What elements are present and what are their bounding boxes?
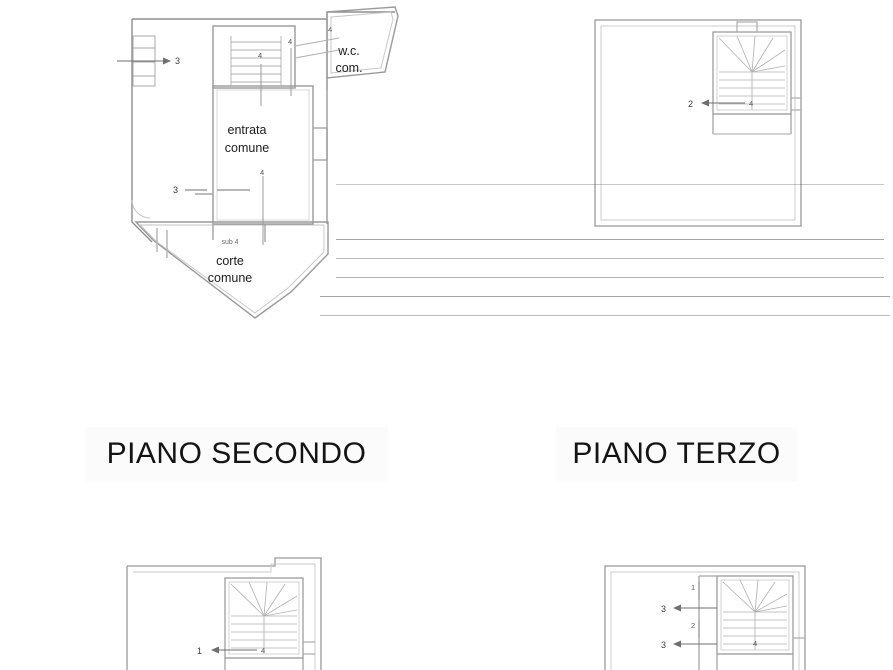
- marker-vert-lower: 2: [691, 621, 695, 630]
- marker-wc: 4: [328, 25, 332, 34]
- room-label-corte-line1: corte: [216, 254, 244, 268]
- marker-entrata-left: 3: [173, 185, 178, 195]
- room-label-entrata-line2: comune: [225, 141, 270, 155]
- sheet-rule-2: [336, 239, 884, 240]
- marker-entrata-mid: 4: [260, 168, 264, 177]
- sheet-rule-1: [336, 184, 884, 185]
- plan-piano-secondo: 1 4: [115, 552, 355, 670]
- marker-landing: 4: [261, 646, 265, 655]
- marker-arrow-upper: 3: [661, 604, 666, 614]
- marker-stair-arrow: 2: [688, 99, 693, 109]
- marker-stair-left: 3: [175, 56, 180, 66]
- sheet-rule-5: [320, 296, 890, 297]
- sheet-rule-3: [336, 258, 884, 259]
- room-sublabel-corte: sub 4: [221, 239, 238, 246]
- plan-piano-terzo: 3 3 1 2 4: [595, 552, 820, 670]
- sheet-rule-4: [336, 277, 884, 278]
- room-label-wc-line2: com.: [335, 61, 362, 75]
- marker-stair-arrow: 1: [197, 646, 202, 656]
- marker-corridor: 4: [288, 37, 292, 46]
- room-label-corte-line2: comune: [208, 271, 253, 285]
- marker-landing: 4: [749, 99, 753, 108]
- marker-arrow-lower: 3: [661, 640, 666, 650]
- marker-stair-top: 4: [258, 51, 262, 60]
- floor-label-text: PIANO TERZO: [572, 437, 781, 470]
- floor-label-piano-terzo: PIANO TERZO: [556, 427, 797, 481]
- marker-landing: 4: [753, 639, 757, 648]
- marker-vert-upper: 1: [691, 583, 695, 592]
- floor-label-piano-secondo: PIANO SECONDO: [85, 427, 388, 481]
- room-label-wc-line1: w.c.: [337, 44, 360, 58]
- plan-piano-primo-right: 2 4: [585, 10, 815, 235]
- floor-label-text: PIANO SECONDO: [106, 437, 367, 470]
- sheet-rule-6: [320, 315, 890, 316]
- room-label-entrata-line1: entrata: [228, 123, 267, 137]
- plan-piano-primo-left: entrata comune sub 4 corte comune w.c. c…: [95, 0, 415, 335]
